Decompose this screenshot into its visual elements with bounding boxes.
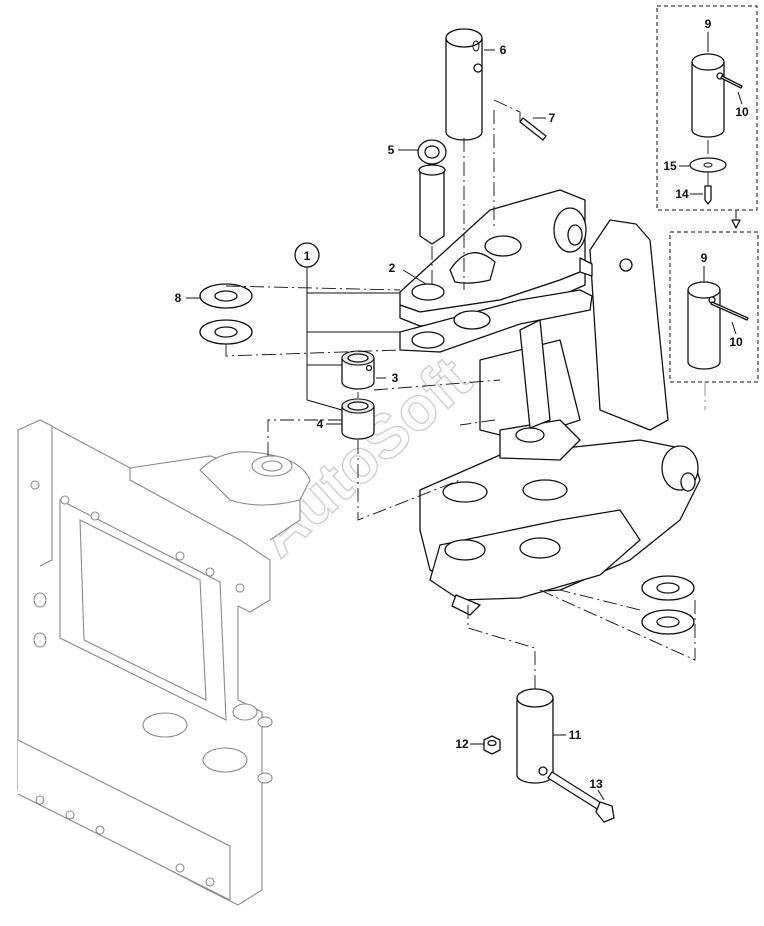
inset-bottom <box>669 231 759 410</box>
main-frame <box>17 419 311 906</box>
hitch-body <box>419 219 701 616</box>
inset-bottom-callout-9: 9 <box>701 251 708 265</box>
bushing-3 <box>341 350 375 390</box>
callout-3: 3 <box>392 371 399 385</box>
callout-1: 1 <box>304 249 311 263</box>
group-bracket <box>294 242 400 411</box>
assembly-lines <box>225 99 696 690</box>
roll-pin-7 <box>519 117 547 141</box>
callout-11: 11 <box>569 728 582 742</box>
callout-5: 5 <box>388 143 395 157</box>
inset-top <box>656 5 758 229</box>
pin-11 <box>516 688 554 784</box>
callout-12: 12 <box>455 737 469 751</box>
callout-6: 6 <box>500 43 507 57</box>
callout-8: 8 <box>175 291 182 305</box>
bushing-4 <box>341 398 375 440</box>
callout-7: 7 <box>549 111 556 125</box>
inset-bottom-callout-10: 10 <box>729 335 743 349</box>
pin-6 <box>445 28 483 141</box>
bolt-13 <box>547 771 615 823</box>
callout-4: 4 <box>317 417 324 431</box>
lynch-pin-5 <box>417 139 447 245</box>
washers-8 <box>199 283 253 345</box>
inset-top-callout-9: 9 <box>705 17 712 31</box>
nut-12 <box>483 735 501 755</box>
washers-lower <box>641 575 695 635</box>
leader-lines <box>186 49 605 801</box>
inset-top-callout-14: 14 <box>675 187 689 201</box>
upper-yoke <box>399 189 593 353</box>
callout-2: 2 <box>389 261 396 275</box>
inset-top-callout-10: 10 <box>735 105 749 119</box>
inset-top-callout-15: 15 <box>663 159 677 173</box>
callout-13: 13 <box>589 777 603 791</box>
